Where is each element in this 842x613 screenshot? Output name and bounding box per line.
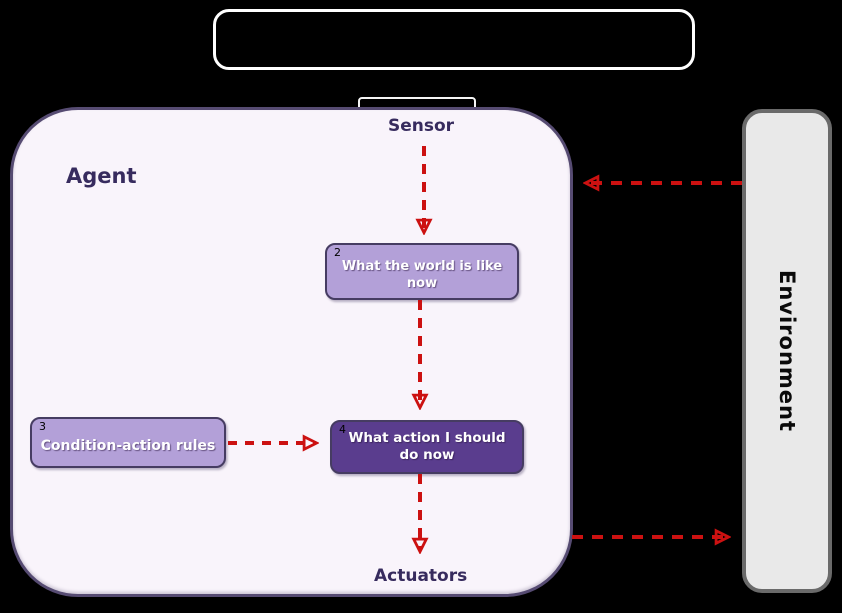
action-decision-box-number: 4	[339, 423, 346, 436]
condition-action-rules-box-number: 3	[39, 420, 46, 433]
condition-action-rules-box-label: Condition-action rules	[40, 437, 216, 454]
title-banner-box	[213, 9, 695, 70]
actuators-label: Actuators	[374, 566, 468, 586]
world-state-box-number: 2	[334, 246, 341, 259]
agent-container	[10, 107, 573, 597]
world-state-box: 2 What the world is like now	[325, 243, 519, 300]
agent-label: Agent	[66, 164, 137, 188]
condition-action-rules-box: 3 Condition-action rules	[30, 417, 226, 468]
world-state-box-label: What the world is like now	[341, 259, 503, 291]
environment-label: Environment	[775, 269, 799, 433]
action-decision-box-label: What action I should do now	[348, 430, 506, 463]
environment-box: Environment	[742, 109, 832, 593]
sensor-label: Sensor	[388, 116, 455, 136]
action-decision-box: 4 What action I should do now	[330, 420, 524, 474]
